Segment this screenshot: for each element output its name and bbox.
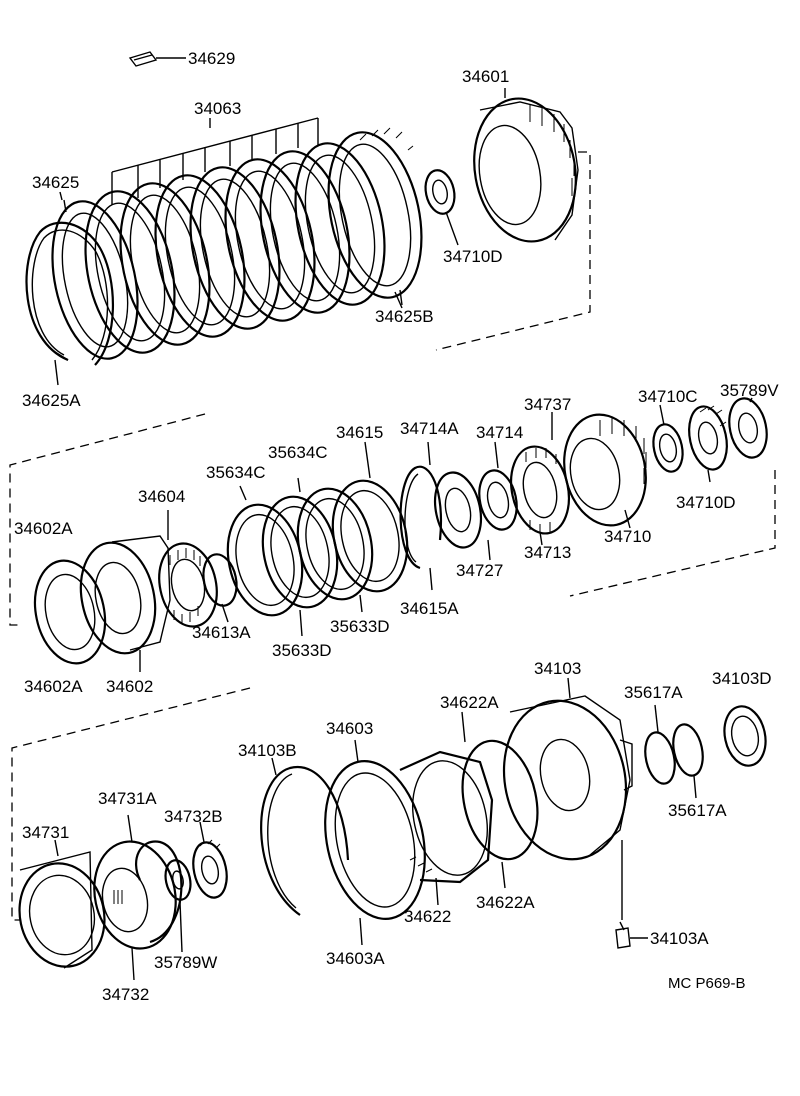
label-34731A: 34731A [98, 789, 157, 808]
drum-34710 [563, 413, 647, 529]
clutch-drum-34601 [473, 88, 579, 243]
gear-34732 [93, 814, 177, 981]
label-34103B: 34103B [238, 741, 297, 760]
band-34603 [324, 739, 426, 946]
piston-34602 [79, 535, 171, 672]
label-34622A-top: 34622A [440, 693, 499, 712]
housing-34103 [502, 677, 633, 920]
label-34710: 34710 [604, 527, 651, 546]
label-34732: 34732 [102, 985, 149, 1004]
label-34732B: 34732B [164, 807, 223, 826]
bolt-34103A [615, 921, 648, 949]
boundary-bottom [11, 687, 251, 921]
label-34710D-mid: 34710D [676, 493, 736, 512]
label-35633D-b: 35633D [272, 641, 332, 660]
clutch-plates-mid [226, 441, 409, 637]
label-35634C-a: 35634C [268, 443, 328, 462]
label-34063: 34063 [194, 99, 241, 118]
label-34601: 34601 [462, 67, 509, 86]
rings-35617A [644, 704, 767, 799]
snap-ring-34613A [202, 553, 238, 623]
label-35634C-b: 35634C [206, 463, 266, 482]
label-34714A: 34714A [400, 419, 459, 438]
label-34602A-bot: 34602A [24, 677, 83, 696]
washer-34602A [33, 559, 107, 665]
label-34622A-bot: 34622A [476, 893, 535, 912]
label-34602: 34602 [106, 677, 153, 696]
label-34603A: 34603A [326, 949, 385, 968]
hub-34714 [433, 441, 518, 561]
thrust-washer-34710D [424, 169, 459, 246]
boundary-mid-left [9, 413, 206, 626]
label-34714: 34714 [476, 423, 523, 442]
label-34625A: 34625A [22, 391, 81, 410]
diagram-reference-code: MC P669-B [668, 975, 746, 992]
label-34629: 34629 [188, 49, 235, 68]
bracket-34063 [111, 117, 319, 205]
label-34625: 34625 [32, 173, 79, 192]
label-34615A: 34615A [400, 599, 459, 618]
label-34731: 34731 [22, 823, 69, 842]
snap-ring-34625A [25, 221, 114, 366]
return-spring-34604 [158, 510, 218, 628]
piston-34622 [399, 711, 539, 906]
label-34103A: 34103A [650, 929, 709, 948]
label-34710C: 34710C [638, 387, 698, 406]
label-34713: 34713 [524, 543, 571, 562]
clip-34629 [128, 51, 186, 67]
label-35789V: 35789V [720, 381, 779, 400]
label-34625B: 34625B [375, 307, 434, 326]
clutch-plate-stack [51, 127, 423, 360]
label-34622: 34622 [404, 907, 451, 926]
label-34103: 34103 [534, 659, 581, 678]
label-34737: 34737 [524, 395, 571, 414]
label-35617A-top: 35617A [624, 683, 683, 702]
label-34103D: 34103D [712, 669, 772, 688]
label-35617A-bot: 35617A [668, 801, 727, 820]
brake-band-34103B [260, 757, 350, 916]
label-34603: 34603 [326, 719, 373, 738]
label-34602A-top: 34602A [14, 519, 73, 538]
small-parts-bottom-left [135, 821, 228, 953]
drum-34731 [18, 839, 106, 969]
label-35633D-a: 35633D [330, 617, 390, 636]
boundary-top [435, 151, 591, 351]
thrust-washers-mid [652, 397, 768, 483]
label-34615: 34615 [336, 423, 383, 442]
label-34710D-top: 34710D [443, 247, 503, 266]
label-34604: 34604 [138, 487, 185, 506]
label-34727: 34727 [456, 561, 503, 580]
boundary-mid-right [569, 470, 776, 597]
label-34613A: 34613A [192, 623, 251, 642]
snap-ring-34615A [399, 441, 442, 591]
label-35789W: 35789W [154, 953, 217, 972]
